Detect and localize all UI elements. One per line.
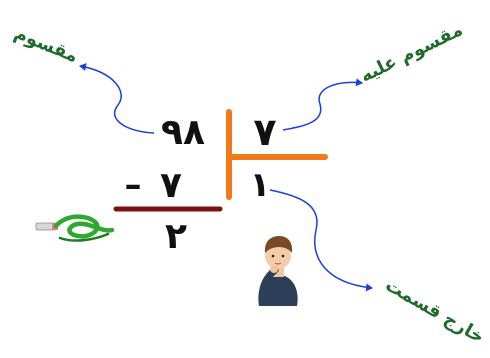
dividend-label: مقسوم [11, 23, 81, 68]
division-bracket [229, 112, 325, 197]
divisor-label: مقسوم علیه [357, 19, 466, 87]
thinking-boy-icon [258, 236, 297, 306]
dividend-number: ۹۸ [161, 112, 205, 153]
minus-sign: – [125, 165, 142, 205]
arrow-to-dividend-label [80, 66, 154, 133]
quotient-number: ۱ [250, 165, 271, 205]
arrow-to-divisor-label [283, 82, 362, 130]
divisor-number: ۷ [253, 110, 276, 154]
quotient-label: خارج قسمت [382, 275, 488, 348]
subtrahend-number: ۷ [160, 165, 182, 206]
pencil-with-green-loop-icon [36, 217, 112, 241]
remainder-number: ۲ [165, 216, 187, 257]
